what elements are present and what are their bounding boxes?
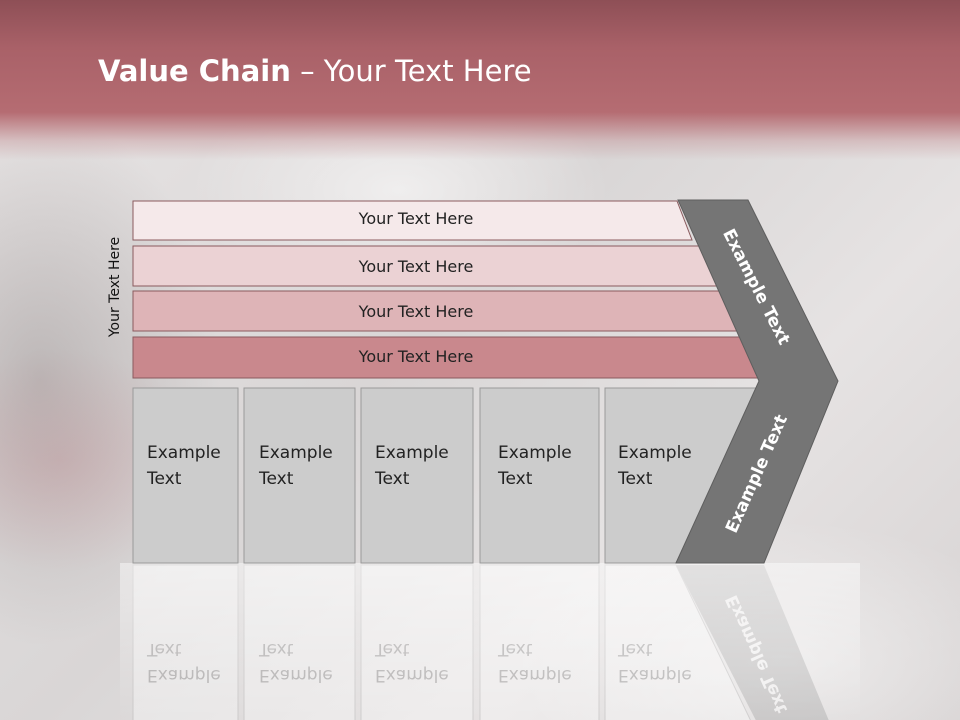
activity-2-line1: Example bbox=[259, 443, 333, 463]
bar-2-label: Your Text Here bbox=[358, 257, 474, 276]
activity-5-line1: Example bbox=[618, 443, 692, 463]
activity-texts: Example Text Example Text Example Text E… bbox=[146, 443, 692, 489]
title-bold: Value Chain bbox=[98, 54, 291, 88]
activity-4-line2: Text bbox=[497, 469, 533, 489]
activity-box-4 bbox=[479, 387, 600, 564]
reflection-fade bbox=[120, 563, 860, 720]
bar-1-label: Your Text Here bbox=[358, 209, 474, 228]
activity-box-3 bbox=[360, 387, 474, 564]
bar-4-label: Your Text Here bbox=[358, 347, 474, 366]
activity-3-line2: Text bbox=[374, 469, 410, 489]
activity-2-line2: Text bbox=[258, 469, 294, 489]
support-bars: Your Text Here Your Text Here Your Text … bbox=[132, 200, 765, 379]
activity-3-line1: Example bbox=[375, 443, 449, 463]
chevron-shape bbox=[675, 199, 839, 564]
page-title: Value Chain – Your Text Here bbox=[98, 54, 532, 88]
header-band bbox=[0, 0, 960, 160]
bar-1 bbox=[132, 200, 693, 241]
activity-1-line2: Text bbox=[146, 469, 182, 489]
activity-box-1 bbox=[132, 387, 239, 564]
title-rest: – Your Text Here bbox=[290, 54, 532, 88]
bar-3-label: Your Text Here bbox=[358, 302, 474, 321]
activity-boxes bbox=[132, 387, 761, 564]
activity-5-line2: Text bbox=[617, 469, 653, 489]
activity-1-line1: Example bbox=[147, 443, 221, 463]
activity-4-line1: Example bbox=[498, 443, 572, 463]
activity-box-2 bbox=[243, 387, 356, 564]
